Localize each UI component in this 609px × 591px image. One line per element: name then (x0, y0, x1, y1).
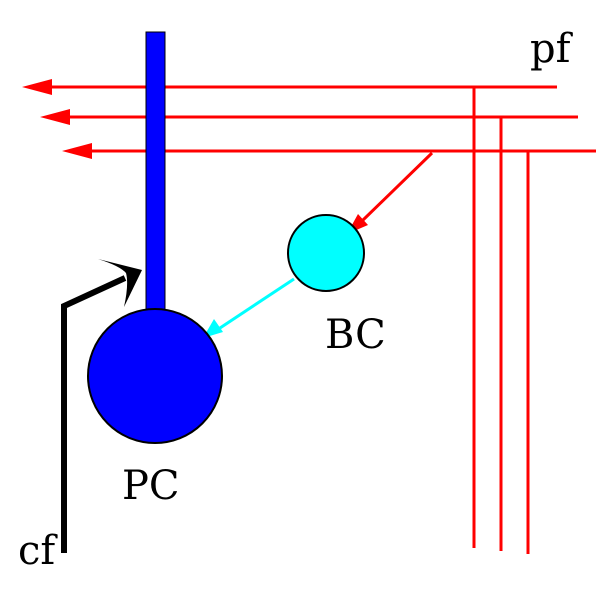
parallel-fiber-3-arrowhead (62, 143, 92, 159)
basket-cell (287, 214, 365, 292)
label-pc: PC (122, 463, 180, 509)
climbing-fiber (61, 259, 142, 553)
bc-to-pc-arrowhead (203, 319, 223, 338)
label-pf: pf (530, 26, 574, 72)
parallel-fiber-2-arrowhead (40, 109, 70, 125)
climbing-fiber-arrowhead (98, 259, 142, 307)
label-bc: BC (325, 312, 386, 358)
pf-to-bc-projection (347, 151, 434, 234)
bc-to-pc-projection (203, 277, 295, 338)
parallel-fibers (22, 79, 596, 554)
purkinje-dendrite (145, 31, 166, 311)
parallel-fiber-1-arrowhead (22, 79, 52, 95)
label-cf: cf (18, 528, 58, 574)
purkinje-cell-body (87, 308, 223, 444)
